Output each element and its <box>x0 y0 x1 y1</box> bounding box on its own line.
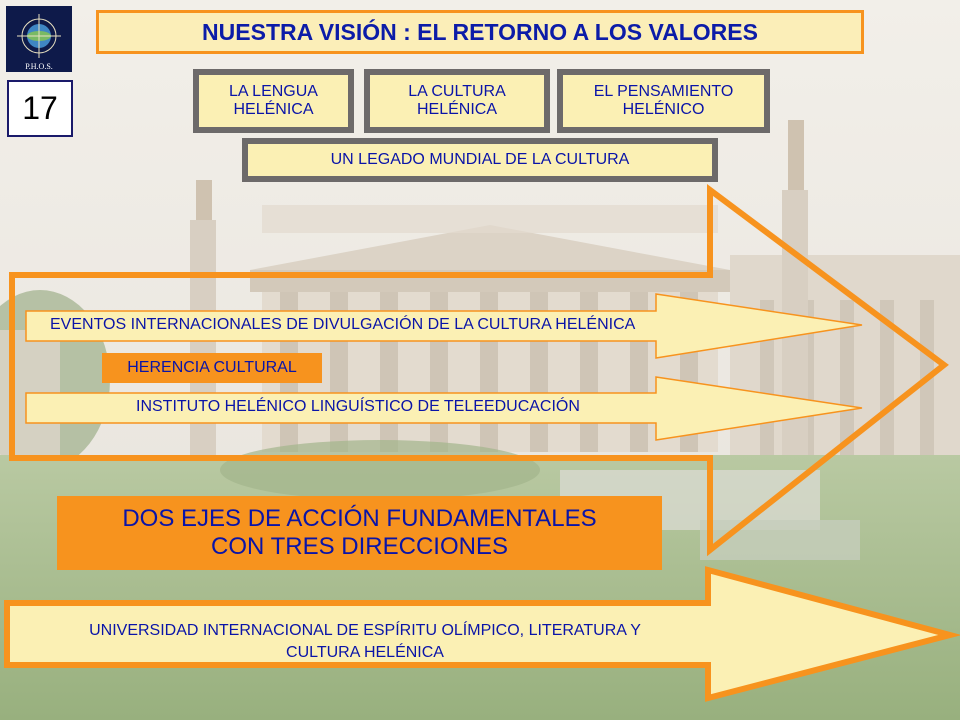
herencia-cultural-label: HERENCIA CULTURAL <box>102 353 322 383</box>
pillar-pensamiento-line1: EL PENSAMIENTO <box>593 82 734 100</box>
arrow-instituto <box>25 376 863 441</box>
pillar-pensamiento: EL PENSAMIENTO HELÉNICO <box>557 69 770 133</box>
axis2-big-arrow <box>4 566 960 702</box>
arrow-eventos-label: EVENTOS INTERNACIONALES DE DIVULGACIÓN D… <box>50 316 636 333</box>
axis2-label: UNIVERSIDAD INTERNACIONAL DE ESPÍRITU OL… <box>20 620 710 663</box>
svg-text:P.H.O.S.: P.H.O.S. <box>25 62 53 71</box>
axis1-big-arrow <box>9 184 949 557</box>
page-title: NUESTRA VISIÓN : EL RETORNO A LOS VALORE… <box>96 10 864 54</box>
pillar-lengua-line2: HELÉNICA <box>233 101 314 118</box>
arrow-eventos <box>25 293 863 359</box>
pillar-lengua: LA LENGUA HELÉNICA <box>193 69 354 133</box>
pillar-pensamiento-line2: HELÉNICO <box>622 101 705 118</box>
center-line2: CON TRES DIRECCIONES <box>211 533 508 560</box>
phos-logo: P.H.O.S. <box>6 6 72 72</box>
axis2-line1: UNIVERSIDAD INTERNACIONAL DE ESPÍRITU OL… <box>89 622 641 639</box>
axis2-line2: CULTURA HELÉNICA <box>286 643 444 661</box>
center-statement: DOS EJES DE ACCIÓN FUNDAMENTALES CON TRE… <box>57 496 662 570</box>
pillar-cultura-line1: LA CULTURA <box>408 82 506 100</box>
legacy-banner: UN LEGADO MUNDIAL DE LA CULTURA <box>242 138 718 182</box>
pillar-cultura: LA CULTURA HELÉNICA <box>364 69 550 133</box>
pillar-cultura-line2: HELÉNICA <box>416 101 497 118</box>
center-line1: DOS EJES DE ACCIÓN FUNDAMENTALES <box>122 505 597 533</box>
arrow-instituto-label: INSTITUTO HELÉNICO LINGUÍSTICO DE TELEED… <box>136 398 580 415</box>
slide-number: 17 <box>7 80 73 137</box>
pillar-lengua-line1: LA LENGUA <box>229 82 318 100</box>
